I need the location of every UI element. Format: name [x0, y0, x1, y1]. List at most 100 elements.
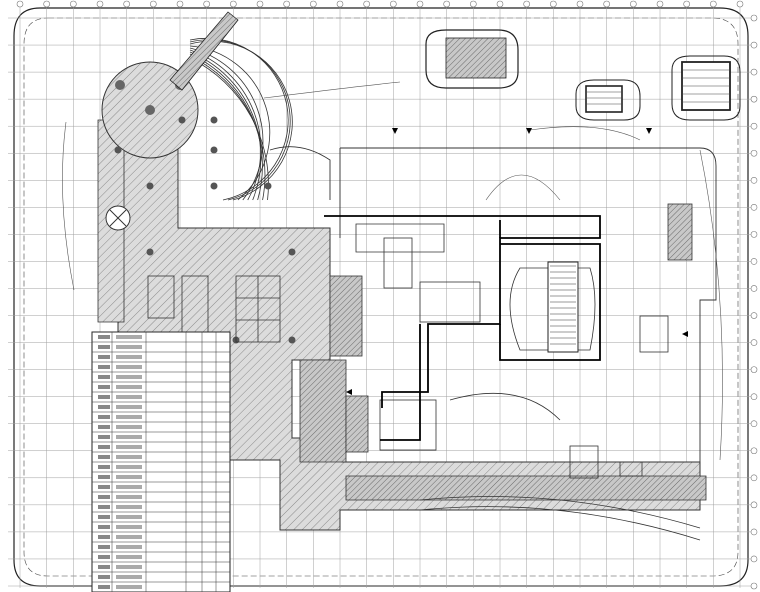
column: [146, 248, 154, 256]
column: [210, 116, 218, 124]
legend-text: [116, 495, 142, 499]
grid-bubble: [750, 204, 758, 211]
grid-bubble: [736, 0, 744, 8]
legend-text: [116, 555, 142, 559]
grid-bubble: [363, 0, 370, 8]
grid-bubble: [750, 41, 758, 49]
grid-bubble: [750, 447, 758, 455]
grid-bubble: [16, 0, 24, 8]
pool-features: [425, 29, 741, 121]
grid-bubble: [256, 0, 264, 8]
grid-bubble: [750, 176, 758, 184]
grid-bubble: [683, 0, 690, 8]
legend-symbol: [98, 345, 110, 349]
grid-bubble: [70, 0, 77, 8]
grid-bubble: [523, 0, 530, 8]
grid-bubble: [750, 231, 758, 238]
grid-bubble: [750, 420, 758, 428]
legend-symbol: [98, 515, 110, 519]
legend-text: [116, 505, 142, 509]
grid-bubble: [150, 0, 157, 8]
legend-symbol: [98, 355, 110, 359]
grid-bubble: [750, 258, 758, 265]
service-runs: [324, 215, 601, 441]
legend-symbol: [98, 385, 110, 389]
grid-bubble: [750, 339, 758, 346]
grid-bubble: [750, 95, 758, 103]
legend-symbol: [98, 565, 110, 569]
building-structure: [97, 117, 707, 531]
grid-bubble: [750, 474, 758, 482]
legend-text: [116, 585, 142, 589]
grid-bubble: [203, 0, 210, 8]
grid-bubble: [750, 285, 758, 292]
legend-text: [116, 485, 142, 489]
grid-bubble: [750, 393, 758, 400]
column: [288, 336, 296, 344]
landscape-lines: [62, 81, 723, 461]
amphitheatre-step: [189, 53, 263, 201]
legend-text: [116, 445, 142, 449]
legend-symbol: [98, 375, 110, 379]
legend-text: [116, 345, 142, 349]
legend-text: [116, 515, 142, 519]
amphitheatre-step: [189, 51, 262, 201]
grid-bubble: [230, 0, 237, 8]
legend-text: [116, 465, 142, 469]
column: [264, 182, 272, 190]
legend-symbol: [98, 395, 110, 399]
grid-bubble: [550, 0, 557, 8]
legend-symbol: [98, 445, 110, 449]
grid-bubble: [750, 149, 758, 157]
column: [178, 116, 186, 124]
legend-symbol: [98, 425, 110, 429]
column: [114, 146, 122, 154]
grid-bubble: [470, 0, 477, 8]
escalator: [509, 261, 596, 353]
grid-bubble: [710, 0, 717, 8]
grid-bubble: [750, 14, 758, 22]
lower-ramp: [419, 392, 701, 541]
grid-bubble: [43, 0, 50, 8]
legend-text: [116, 525, 142, 529]
legend-text: [116, 355, 142, 359]
grid-bubble: [750, 501, 758, 509]
legend-text: [116, 455, 142, 459]
legend-symbol: [98, 465, 110, 469]
legend-text: [116, 565, 142, 569]
equipment-legend-table: [91, 331, 231, 592]
legend-text: [116, 475, 142, 479]
grid-bubble: [750, 68, 758, 76]
grid-bubble: [496, 0, 504, 8]
amphitheatre-step: [189, 55, 266, 201]
legend-symbol: [98, 455, 110, 459]
legend-symbol: [98, 405, 110, 409]
grid-bubble: [603, 0, 610, 8]
column: [288, 248, 296, 256]
grid-bubble: [443, 0, 450, 8]
amphitheatre-steps: [189, 37, 293, 201]
grid-bubble: [630, 0, 637, 8]
legend-symbol: [98, 335, 110, 339]
legend-symbol: [98, 485, 110, 489]
legend-text: [116, 335, 142, 339]
circular-plaza: [101, 61, 199, 231]
legend-text: [116, 575, 142, 579]
legend-text: [116, 545, 142, 549]
grid-bubble: [750, 366, 758, 373]
grid-bubble: [283, 0, 290, 8]
grid-bubble: [123, 0, 130, 8]
column: [210, 146, 218, 154]
legend-text: [116, 365, 142, 369]
legend-text: [116, 395, 142, 399]
legend-text: [116, 535, 142, 539]
amphitheatre-step: [189, 39, 291, 201]
legend-text: [116, 435, 142, 439]
amphitheatre-step: [189, 49, 262, 201]
legend-symbol: [98, 495, 110, 499]
inner-boundary: [23, 17, 739, 577]
grid-bubble: [310, 0, 317, 8]
grid-bubble: [390, 0, 397, 8]
